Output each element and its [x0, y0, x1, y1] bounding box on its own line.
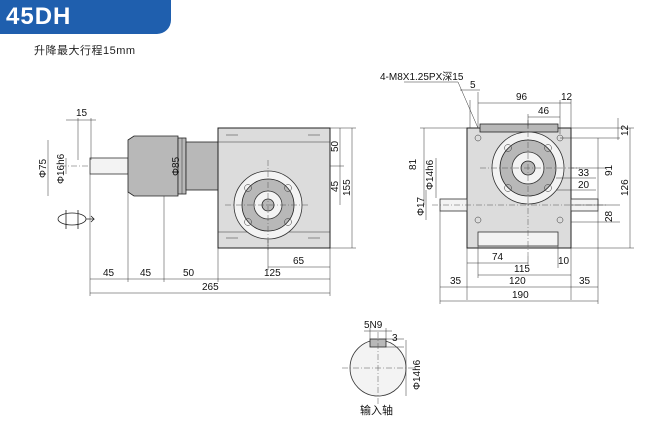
dim-15: 15: [76, 108, 88, 119]
input-shaft: [89, 157, 129, 175]
stroke-note: 升降最大行程15mm: [34, 45, 136, 57]
dim-35-right: 35: [579, 276, 591, 287]
dim-125: 125: [264, 268, 281, 279]
dim-96: 96: [516, 92, 528, 103]
dim-265: 265: [202, 282, 219, 293]
dim-120: 120: [509, 276, 526, 287]
dim-phi75: Φ75: [38, 158, 49, 178]
dim-46: 46: [538, 106, 550, 117]
dim-10: 10: [558, 256, 570, 267]
dim-28: 28: [604, 210, 615, 222]
model-title: 45DH: [6, 3, 72, 30]
side-view: 4-M8X1.25PX深15 5 96 12 46 12 91 126 28 3…: [380, 71, 634, 304]
input-shaft-label: 输入轴: [360, 403, 393, 417]
dim-190: 190: [512, 290, 529, 301]
title-bar: 45DH: [0, 0, 171, 34]
dim-126: 126: [620, 179, 631, 196]
dim-155: 155: [342, 179, 353, 196]
flange-neck: [185, 141, 219, 191]
dim-74: 74: [492, 252, 504, 263]
side-base-slot: [477, 231, 559, 247]
dim-45-a: 45: [103, 268, 115, 279]
dim-phi85: Φ85: [171, 156, 182, 176]
dim-115: 115: [514, 264, 530, 275]
dim-5: 5: [470, 80, 476, 91]
dim-12-top: 12: [561, 92, 573, 103]
dim-35-left: 35: [450, 276, 462, 287]
front-view: 15 Φ75 Φ16h6 Φ85 50 45 155 65 45 45 50: [38, 108, 356, 296]
side-top-plate: [479, 123, 559, 133]
dim-50-horizontal: 50: [183, 268, 195, 279]
dim-33: 33: [578, 168, 590, 179]
dim-phi16h6: Φ16h6: [56, 153, 67, 184]
dim-20: 20: [578, 180, 590, 191]
key-width: 5N9: [364, 320, 383, 331]
dim-phi17: Φ17: [416, 196, 427, 216]
dim-50-vertical: 50: [330, 140, 341, 152]
dim-45-vertical: 45: [330, 180, 341, 192]
shaft-diameter: Φ14h6: [412, 359, 423, 390]
input-shaft-section: 5N9 3 Φ14h6 输入轴: [342, 320, 423, 417]
key-depth: 3: [392, 333, 398, 344]
thread-spec-label: 4-M8X1.25PX深15: [380, 71, 464, 83]
dim-45-b: 45: [140, 268, 152, 279]
dim-91: 91: [604, 164, 615, 176]
rotation-icon: [57, 210, 95, 229]
dim-65: 65: [293, 256, 305, 267]
dim-12-right: 12: [620, 124, 631, 136]
dim-phi14h6-side: Φ14h6: [425, 159, 436, 190]
dim-81: 81: [408, 158, 419, 170]
